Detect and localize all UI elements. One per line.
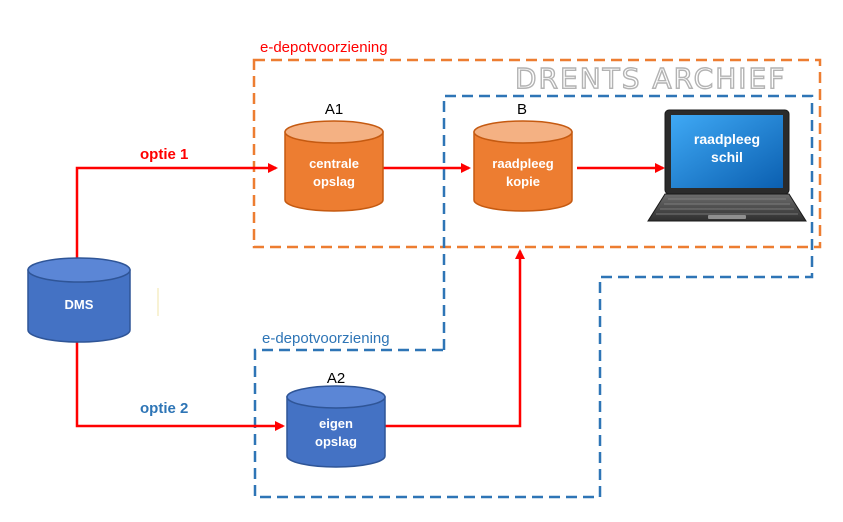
arrow-a2-to-b bbox=[383, 249, 525, 428]
a2-label-line2: opslag bbox=[315, 434, 357, 449]
orange-region-label: e-depotvoorziening bbox=[260, 39, 388, 56]
laptop-label-line1: raadpleeg bbox=[694, 131, 760, 147]
b-cylinder: raadpleeg kopie bbox=[473, 120, 573, 212]
a1-label-line2: opslag bbox=[313, 174, 355, 189]
a1-label-line1: centrale bbox=[309, 156, 359, 171]
b-tag: B bbox=[517, 101, 527, 118]
a1-cylinder: centrale opslag bbox=[284, 120, 384, 212]
dms-cylinder: DMS bbox=[27, 257, 131, 343]
a2-label-line1: eigen bbox=[319, 416, 353, 431]
blue-region-border bbox=[253, 94, 814, 499]
a1-tag: A1 bbox=[325, 101, 343, 118]
b-label-line2: kopie bbox=[506, 174, 540, 189]
dms-label: DMS bbox=[65, 297, 94, 312]
orange-region-border bbox=[252, 58, 822, 249]
option1-label: optie 1 bbox=[140, 146, 188, 163]
a2-cylinder: eigen opslag bbox=[286, 385, 386, 468]
keyboard bbox=[656, 198, 798, 215]
blue-region-label: e-depotvoorziening bbox=[262, 330, 390, 347]
arrow-dms-to-a1 bbox=[75, 163, 278, 262]
arrow-dms-to-a2 bbox=[75, 340, 285, 431]
brand-watermark: DRENTS ARCHIEF bbox=[515, 62, 786, 95]
b-label-line1: raadpleeg bbox=[492, 156, 553, 171]
a2-tag: A2 bbox=[327, 370, 345, 387]
laptop-label-line2: schil bbox=[711, 149, 743, 165]
laptop-icon: raadpleeg schil bbox=[647, 109, 807, 222]
option2-label: optie 2 bbox=[140, 400, 188, 417]
